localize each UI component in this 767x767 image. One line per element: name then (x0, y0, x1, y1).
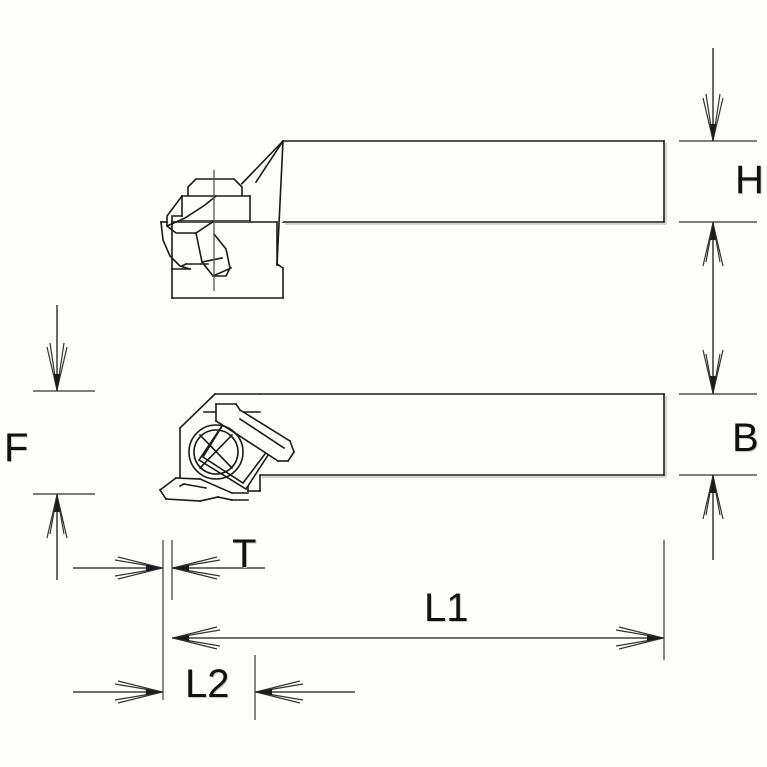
dimension-label-H: H (735, 158, 764, 202)
top-view-shank-shadow (285, 143, 667, 225)
side-view-shank (259, 393, 665, 476)
dimension-L1 (172, 540, 665, 660)
side-view-cutting-lip (158, 476, 249, 502)
dimension-T (73, 540, 265, 700)
top-view-shank (282, 140, 665, 223)
dimension-B (679, 222, 757, 560)
top-view-insert-assembly (160, 178, 251, 278)
dimension-label-F: F (4, 426, 29, 470)
top-view-group (160, 139, 667, 299)
side-view-insert (188, 402, 296, 491)
side-view-shank-shadow (262, 396, 667, 478)
dimension-label-T: T (232, 532, 257, 576)
dimension-F (33, 305, 95, 580)
dimension-label-L1: L1 (424, 586, 469, 630)
side-view-group (158, 392, 667, 502)
dimension-H (679, 48, 757, 223)
dimension-L2 (73, 655, 355, 720)
dimension-label-L2: L2 (185, 662, 230, 706)
dimension-label-B: B (732, 416, 759, 460)
